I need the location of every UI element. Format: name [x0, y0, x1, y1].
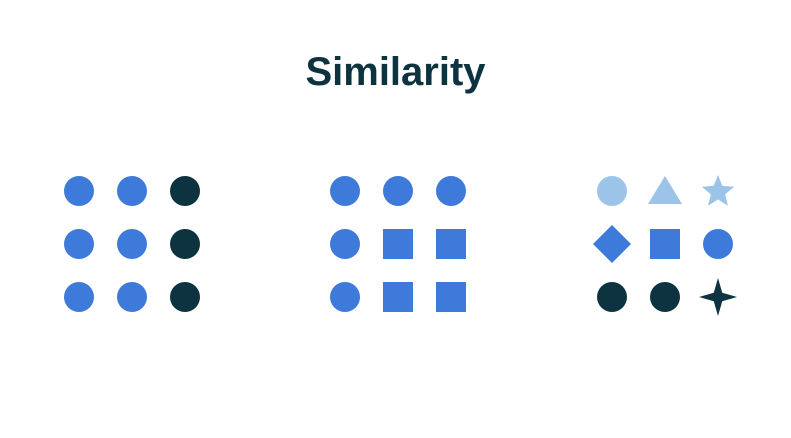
panel-mixed-similarity — [585, 164, 745, 324]
page-title: Similarity — [305, 50, 486, 94]
square-shape-r2-c2 — [650, 229, 680, 259]
diamond-shape-r2-c1 — [593, 225, 631, 263]
panel-similar-color — [52, 164, 212, 324]
circle-shape-r1-c1 — [64, 176, 94, 206]
circle-shape-r3-c1 — [330, 282, 360, 312]
circle-shape-r3-c2 — [650, 282, 680, 312]
circle-shape-r3-c3 — [170, 282, 200, 312]
star5-shape-r1-c3 — [701, 175, 735, 206]
circle-shape-r1-c3 — [170, 176, 200, 206]
circle-shape-r2-c1 — [330, 229, 360, 259]
circle-shape-r1-c2 — [117, 176, 147, 206]
circle-shape-r1-c1 — [597, 176, 627, 206]
square-shape-r2-c3 — [436, 229, 466, 259]
similar-color-grid — [64, 176, 200, 312]
circle-shape-r1-c1 — [330, 176, 360, 206]
circle-shape-r3-c2 — [117, 282, 147, 312]
circle-shape-r3-c1 — [597, 282, 627, 312]
circle-shape-r3-c1 — [64, 282, 94, 312]
panel-similar-shape — [318, 164, 478, 324]
square-shape-r3-c3 — [436, 282, 466, 312]
triangle-shape-r1-c2 — [648, 176, 682, 204]
mixed-similarity-grid — [593, 175, 737, 316]
circle-shape-r2-c3 — [703, 229, 733, 259]
square-shape-r3-c2 — [383, 282, 413, 312]
circle-shape-r2-c2 — [117, 229, 147, 259]
square-shape-r2-c2 — [383, 229, 413, 259]
star4-shape-r3-c3 — [699, 278, 737, 316]
circle-shape-r2-c3 — [170, 229, 200, 259]
circle-shape-r1-c3 — [436, 176, 466, 206]
circle-shape-r1-c2 — [383, 176, 413, 206]
similar-shape-grid — [330, 176, 466, 312]
circle-shape-r2-c1 — [64, 229, 94, 259]
